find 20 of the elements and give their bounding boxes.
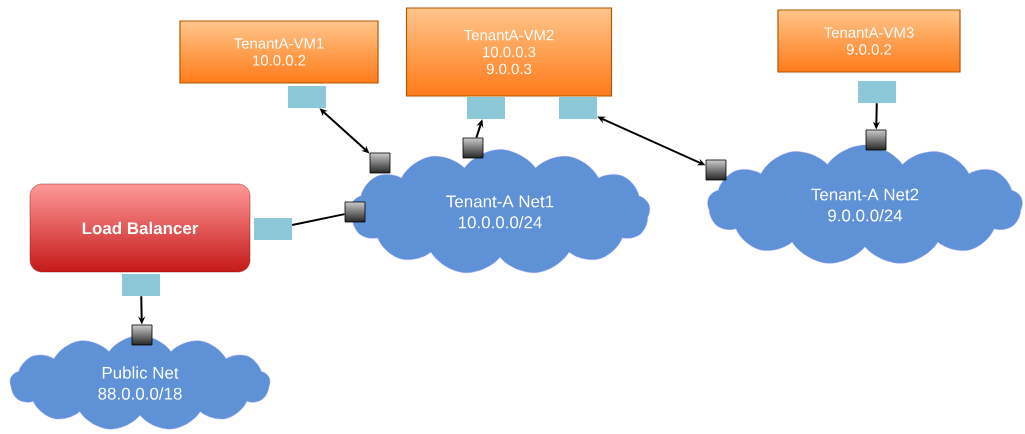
network-cloud: Public Net 88.0.0.0/18 — [9, 335, 271, 430]
vm-box: TenantA-VM1 10.0.0.2 — [179, 20, 379, 84]
interface-port — [858, 81, 896, 103]
connector-arrow — [319, 108, 370, 154]
network-port — [705, 159, 727, 181]
interface-port — [122, 274, 160, 296]
network-cloud: Tenant-A Net1 10.0.0.0/24 — [350, 149, 650, 273]
interface-port — [254, 218, 292, 240]
vm-box: TenantA-VM3 9.0.0.2 — [777, 9, 961, 73]
load-balancer-box: Load Balancer — [29, 183, 251, 273]
interface-port — [288, 86, 326, 108]
network-port — [865, 129, 887, 151]
network-port — [369, 152, 391, 174]
network-port — [462, 137, 484, 159]
network-cloud: Tenant-A Net2 9.0.0.0/24 — [707, 144, 1023, 264]
network-port — [344, 201, 366, 223]
interface-port — [467, 97, 505, 119]
vm-box: TenantA-VM2 10.0.0.3 9.0.0.3 — [405, 7, 613, 97]
network-port — [131, 324, 153, 346]
interface-port — [559, 97, 597, 119]
